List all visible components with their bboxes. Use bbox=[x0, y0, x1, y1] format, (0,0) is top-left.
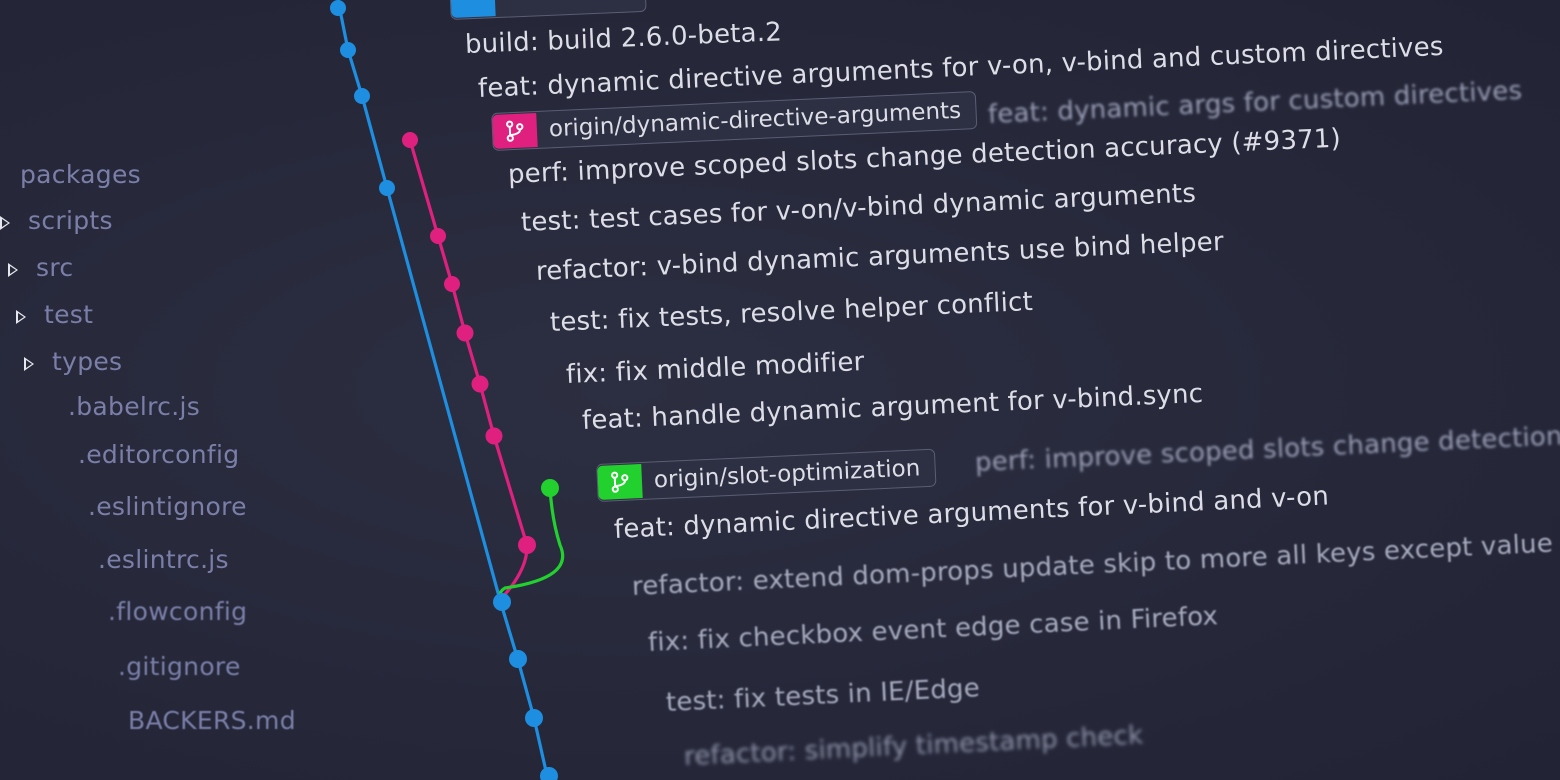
commit-node[interactable] bbox=[430, 228, 446, 244]
branch-tag-dynamic-directive-arguments[interactable]: origin/dynamic-directive-arguments bbox=[491, 91, 977, 151]
tree-file-editorconfig[interactable]: .editorconfig bbox=[78, 440, 239, 469]
tree-item-label: BACKERS.md bbox=[128, 706, 296, 735]
commit-node[interactable] bbox=[471, 375, 489, 393]
tree-item-label: packages bbox=[20, 160, 141, 189]
tree-file-flowconfig[interactable]: .flowconfig bbox=[108, 597, 247, 626]
commit-node[interactable] bbox=[402, 132, 418, 148]
commit-node[interactable] bbox=[379, 180, 395, 196]
branch-line-green bbox=[497, 487, 565, 601]
tree-item-label: .eslintignore bbox=[88, 492, 247, 521]
commit-node[interactable] bbox=[485, 427, 503, 445]
tree-file-eslintignore[interactable]: .eslintignore bbox=[88, 492, 247, 521]
tree-file-eslintrc[interactable]: .eslintrc.js bbox=[98, 545, 229, 574]
tree-item-label: .eslintrc.js bbox=[98, 545, 229, 574]
commit-node[interactable] bbox=[456, 324, 474, 342]
tree-folder-test[interactable]: test bbox=[16, 300, 93, 329]
commit-node[interactable] bbox=[540, 767, 558, 780]
branch-tag-label: origin/slot-optimization bbox=[653, 455, 921, 494]
tree-item-label: types bbox=[52, 347, 123, 376]
commit-node[interactable] bbox=[330, 0, 346, 16]
tree-item-label: scripts bbox=[28, 206, 113, 235]
commit-node[interactable] bbox=[541, 479, 559, 497]
commit-node[interactable] bbox=[444, 276, 460, 292]
tag-icon bbox=[450, 0, 496, 18]
tree-folder-scripts[interactable]: scripts bbox=[0, 206, 113, 235]
caret-right-icon[interactable] bbox=[8, 263, 18, 277]
commit-node[interactable] bbox=[493, 593, 511, 611]
tree-item-label: .flowconfig bbox=[108, 597, 248, 626]
caret-right-icon[interactable] bbox=[16, 310, 26, 324]
caret-right-icon[interactable] bbox=[0, 216, 10, 230]
git-branch-icon bbox=[492, 112, 538, 149]
commit-node[interactable] bbox=[518, 536, 536, 554]
tree-folder-src[interactable]: src bbox=[8, 253, 73, 282]
commit-node[interactable] bbox=[509, 650, 527, 668]
caret-right-icon[interactable] bbox=[24, 357, 34, 371]
tree-folder-types[interactable]: types bbox=[24, 347, 122, 376]
tree-folder-packages[interactable]: packages bbox=[20, 160, 141, 189]
commit-node[interactable] bbox=[525, 709, 543, 727]
tree-item-label: .babelrc.js bbox=[68, 392, 201, 421]
branch-line-pink bbox=[408, 139, 529, 602]
commit-node[interactable] bbox=[354, 88, 370, 104]
tree-file-gitignore[interactable]: .gitignore bbox=[118, 652, 241, 681]
git-branch-icon bbox=[597, 463, 643, 500]
branch-tag-slot-optimization[interactable]: origin/slot-optimization bbox=[596, 448, 937, 502]
branch-line-blue bbox=[336, 0, 550, 780]
tree-item-label: test bbox=[44, 300, 94, 329]
tree-file-babelrc[interactable]: .babelrc.js bbox=[68, 392, 200, 421]
tree-item-label: .gitignore bbox=[118, 652, 241, 681]
tree-item-label: src bbox=[36, 253, 74, 282]
commit-node[interactable] bbox=[340, 42, 356, 58]
tree-item-label: .editorconfig bbox=[78, 440, 240, 469]
tree-file-backers[interactable]: BACKERS.md bbox=[128, 706, 296, 735]
